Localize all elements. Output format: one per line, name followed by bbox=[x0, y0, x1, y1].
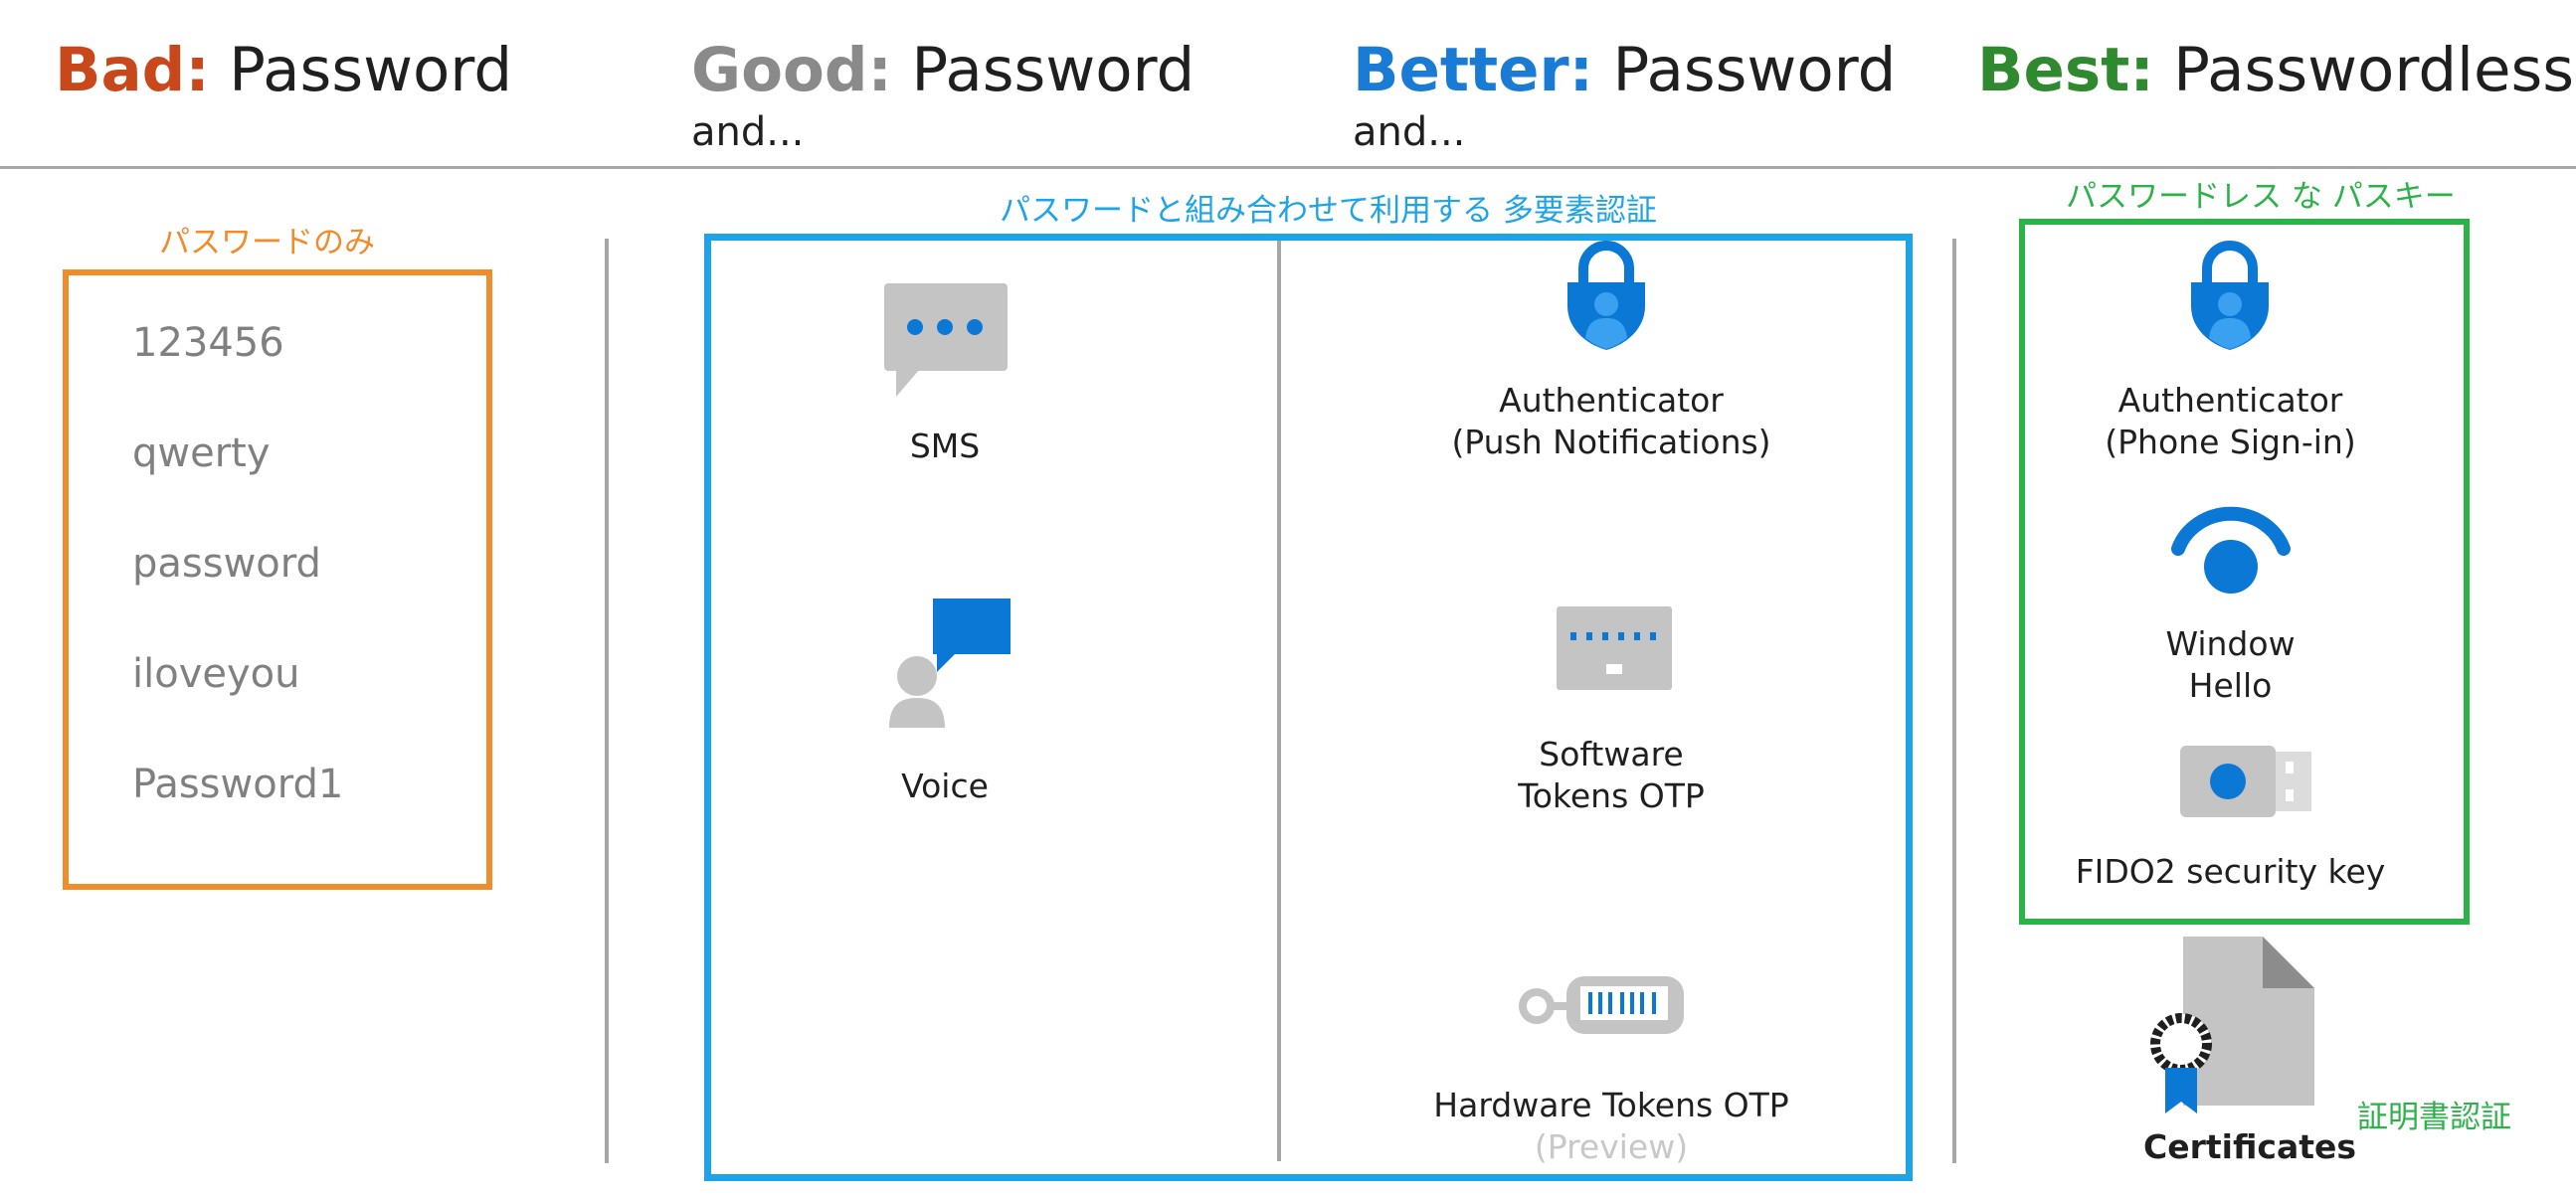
header-divider bbox=[0, 166, 2576, 169]
authenticator-push-label: Authenticator (Push Notifications) bbox=[1412, 380, 1810, 463]
column-divider-1 bbox=[605, 239, 609, 1163]
sms-label: SMS bbox=[909, 427, 981, 465]
header-good-sub: and... bbox=[691, 109, 805, 155]
authenticator-phone-line2: (Phone Sign-in) bbox=[2105, 423, 2356, 461]
passwordless-box bbox=[2019, 219, 2470, 925]
authenticator-phone-label: Authenticator (Phone Sign-in) bbox=[2089, 380, 2372, 463]
mfa-caption: パスワードと組み合わせて利用する 多要素認証 bbox=[1000, 193, 1657, 229]
password-only-box bbox=[63, 269, 492, 890]
header-good-text: Password bbox=[911, 35, 1196, 105]
sms-icon bbox=[884, 283, 1008, 397]
certificate-icon bbox=[2150, 937, 2314, 1113]
header-best: Best: Passwordless bbox=[1977, 35, 2574, 105]
column-divider-2 bbox=[1952, 239, 1956, 1163]
hardware-token-preview: (Preview) bbox=[1534, 1127, 1689, 1166]
voice-icon bbox=[889, 599, 1011, 728]
authenticator-phone-icon bbox=[2191, 241, 2269, 350]
certificates-label: Certificates bbox=[2143, 1127, 2357, 1166]
header-best-label: Best: bbox=[1977, 35, 2154, 105]
authenticator-push-line1: Authenticator bbox=[1499, 381, 1724, 420]
header-bad: Bad: Password bbox=[55, 35, 512, 105]
hardware-token-icon bbox=[1519, 976, 1684, 1034]
windows-hello-line1: Window bbox=[2165, 624, 2296, 663]
hardware-token-line1: Hardware Tokens OTP bbox=[1433, 1086, 1789, 1124]
password-only-caption: パスワードのみ bbox=[159, 225, 375, 260]
authenticator-push-icon bbox=[1567, 241, 1645, 350]
password-item: Password1 bbox=[132, 762, 344, 807]
mfa-inner-divider bbox=[1277, 241, 1281, 1161]
windows-hello-label: Window Hello bbox=[2089, 623, 2372, 707]
hardware-token-label: Hardware Tokens OTP (Preview) bbox=[1412, 1085, 1810, 1168]
password-item: password bbox=[132, 541, 321, 587]
software-token-line1: Software bbox=[1539, 735, 1684, 773]
header-bad-text: Password bbox=[229, 35, 513, 105]
software-token-label: Software Tokens OTP bbox=[1412, 734, 1810, 817]
header-better-text: Password bbox=[1612, 35, 1897, 105]
header-bad-label: Bad: bbox=[55, 35, 210, 105]
password-item: 123456 bbox=[132, 320, 284, 366]
fido2-key-icon bbox=[2180, 746, 2311, 817]
header-best-text: Passwordless bbox=[2173, 35, 2575, 105]
authenticator-phone-line1: Authenticator bbox=[2117, 381, 2343, 420]
mfa-box bbox=[704, 234, 1913, 1181]
authenticator-push-line2: (Push Notifications) bbox=[1451, 423, 1771, 461]
software-token-line2: Tokens OTP bbox=[1518, 776, 1705, 815]
fido2-key-label: FIDO2 security key bbox=[2075, 852, 2386, 891]
passwordless-caption: パスワードレス な パスキー bbox=[2066, 179, 2456, 215]
header-good-label: Good: bbox=[691, 35, 892, 105]
password-item: iloveyou bbox=[132, 651, 300, 697]
password-item: qwerty bbox=[132, 430, 271, 476]
header-better-sub: and... bbox=[1353, 109, 1466, 155]
windows-hello-icon bbox=[2171, 506, 2291, 594]
header-good: Good: Password bbox=[691, 35, 1195, 105]
voice-label: Voice bbox=[901, 767, 989, 805]
header-better-label: Better: bbox=[1353, 35, 1594, 105]
windows-hello-line2: Hello bbox=[2188, 666, 2273, 705]
header-better: Better: Password bbox=[1353, 35, 1896, 105]
certificates-caption: 証明書認証 bbox=[2357, 1100, 2511, 1135]
software-token-icon bbox=[1557, 606, 1672, 690]
